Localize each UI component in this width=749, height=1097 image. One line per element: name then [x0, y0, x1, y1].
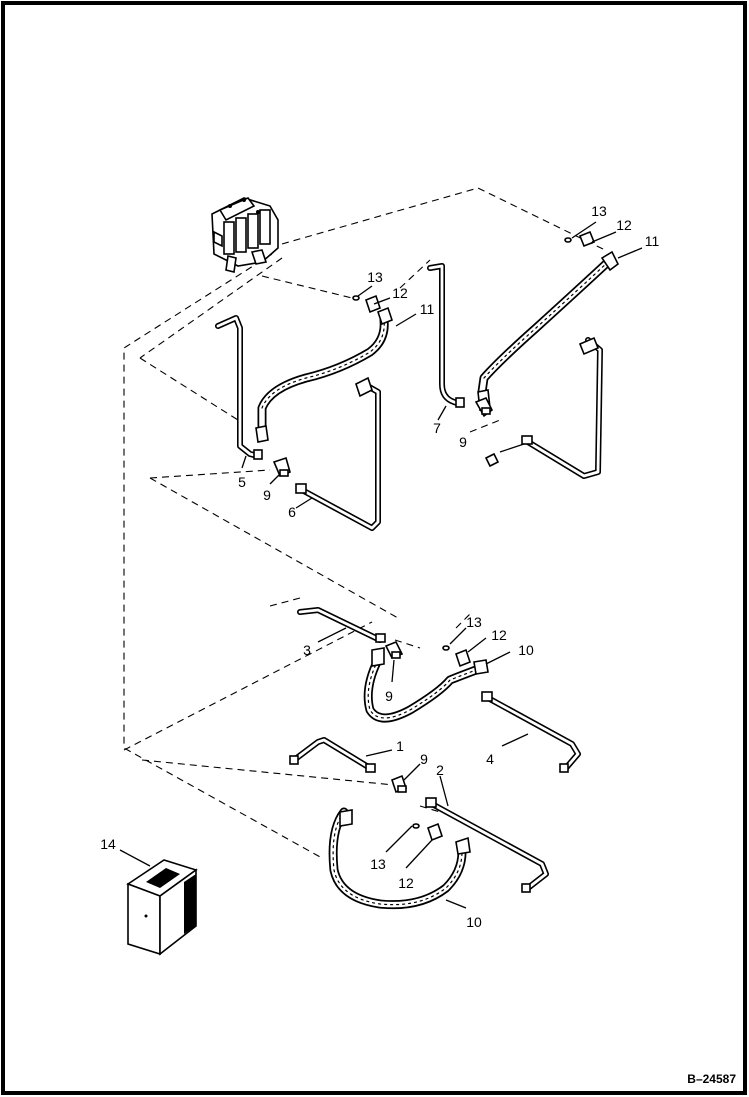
tee-fitting-9-right	[474, 396, 494, 418]
callout-12: 12	[616, 217, 632, 233]
callout-10: 10	[466, 914, 482, 930]
callout-12: 12	[392, 285, 408, 301]
callout-5: 5	[238, 474, 246, 490]
callout-13: 13	[367, 269, 383, 285]
callout-13: 13	[591, 203, 607, 219]
phantom-outlines	[123, 187, 606, 859]
hose-10-bottom	[328, 807, 471, 910]
callout-6: 6	[288, 504, 296, 520]
hose-11-left	[255, 306, 393, 443]
callout-9: 9	[385, 688, 393, 704]
tube-1	[289, 737, 376, 773]
tube-7	[427, 263, 465, 408]
callout-13: 13	[370, 856, 386, 872]
tube-5	[215, 315, 263, 460]
figure-reference-number: B–24587	[687, 1072, 736, 1086]
callout-11: 11	[420, 301, 435, 317]
tube-6	[295, 376, 381, 531]
callout-1: 1	[396, 738, 404, 754]
seal-oring-fitting-right	[484, 230, 596, 468]
tee-fitting-9-bottom	[391, 774, 407, 794]
hose-11-right	[477, 250, 620, 411]
kit-box-14	[126, 859, 198, 956]
callout-10: 10	[518, 642, 534, 658]
callout-9: 9	[420, 751, 428, 767]
callout-3: 3	[303, 642, 311, 658]
callout-12: 12	[491, 627, 507, 643]
callout-2: 2	[436, 762, 444, 778]
callout-12: 12	[398, 875, 414, 891]
callout-9: 9	[459, 434, 467, 450]
tube-2	[425, 797, 549, 893]
tube-4	[481, 691, 581, 773]
leader-lines	[119, 221, 643, 909]
hose-10-middle	[363, 647, 489, 723]
control-valve	[211, 197, 279, 273]
tube-3	[297, 607, 386, 643]
callout-4: 4	[486, 751, 494, 767]
tee-fitting-9-middle	[384, 640, 404, 660]
seal-oring-fitting-left	[352, 294, 381, 314]
callout-13: 13	[466, 614, 482, 630]
callout-9: 9	[263, 487, 271, 503]
tee-fitting-9-left	[272, 456, 291, 478]
callout-7: 7	[433, 420, 441, 436]
tube-right-loop	[521, 336, 603, 479]
callout-14: 14	[100, 836, 116, 852]
callout-labels: 13 12 11 13 12 11 5 9 6 7 9 13 12 3 10 9…	[100, 203, 659, 930]
seal-oring-fitting-middle	[442, 645, 471, 668]
seal-oring-fitting-bottom	[412, 822, 443, 842]
callout-11: 11	[645, 233, 660, 249]
